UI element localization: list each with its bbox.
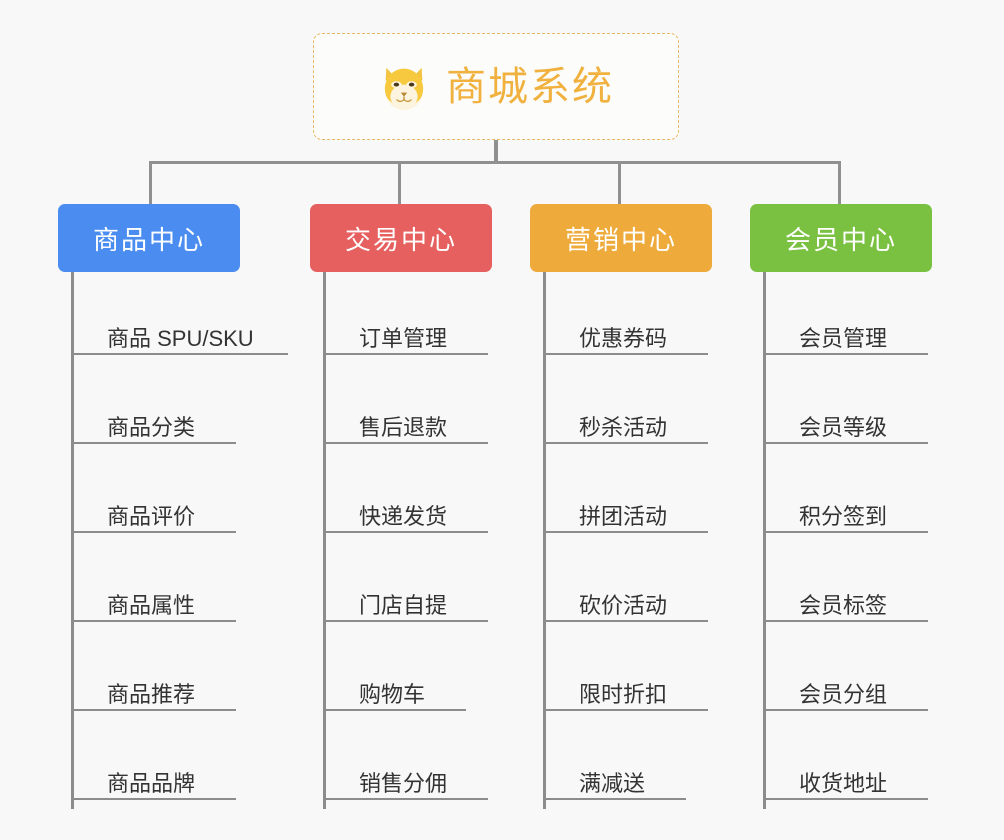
list-item[interactable]: 收货地址 bbox=[763, 749, 928, 800]
branch-header-label: 营销中心 bbox=[564, 224, 677, 255]
branch-header-label: 交易中心 bbox=[344, 224, 457, 255]
connector-root-stem bbox=[494, 140, 498, 164]
list-item[interactable]: 会员分组 bbox=[763, 660, 928, 711]
list-item[interactable]: 购物车 bbox=[323, 660, 466, 711]
list-item[interactable]: 秒杀活动 bbox=[543, 393, 708, 444]
branch-header-label: 商品中心 bbox=[92, 224, 205, 255]
list-item[interactable]: 商品属性 bbox=[71, 571, 236, 622]
list-item[interactable]: 销售分佣 bbox=[323, 749, 488, 800]
list-item[interactable]: 砍价活动 bbox=[543, 571, 708, 622]
branch-spine-4 bbox=[763, 272, 766, 809]
branch-spine-3 bbox=[543, 272, 546, 809]
branch-header-4[interactable]: 会员中心 bbox=[750, 204, 932, 272]
connector-horizontal-bus bbox=[150, 161, 840, 164]
branch-spine-1 bbox=[71, 272, 74, 809]
list-item[interactable]: 商品 SPU/SKU bbox=[71, 304, 288, 355]
branch-header-1[interactable]: 商品中心 bbox=[58, 204, 240, 272]
list-item[interactable]: 会员标签 bbox=[763, 571, 928, 622]
list-item[interactable]: 积分签到 bbox=[763, 482, 928, 533]
list-item[interactable]: 满减送 bbox=[543, 749, 686, 800]
branch-column-2: 交易中心 订单管理 售后退款 快递发货 门店自提 购物车 销售分佣 bbox=[310, 204, 492, 809]
list-item[interactable]: 会员等级 bbox=[763, 393, 928, 444]
list-item[interactable]: 快递发货 bbox=[323, 482, 488, 533]
dog-face-icon bbox=[384, 67, 424, 110]
branch-column-4: 会员中心 会员管理 会员等级 积分签到 会员标签 会员分组 收货地址 bbox=[750, 204, 932, 809]
list-item[interactable]: 售后退款 bbox=[323, 393, 488, 444]
branch-header-label: 会员中心 bbox=[784, 224, 897, 255]
list-item[interactable]: 商品评价 bbox=[71, 482, 236, 533]
connector-drop-3 bbox=[618, 161, 621, 206]
branch-spine-2 bbox=[323, 272, 326, 809]
list-item[interactable]: 商品推荐 bbox=[71, 660, 236, 711]
connector-drop-1 bbox=[149, 161, 152, 206]
list-item[interactable]: 商品分类 bbox=[71, 393, 236, 444]
branch-header-2[interactable]: 交易中心 bbox=[310, 204, 492, 272]
branch-header-3[interactable]: 营销中心 bbox=[530, 204, 712, 272]
root-title: 商城系统 bbox=[446, 64, 614, 109]
root-node[interactable]: 商城系统 bbox=[313, 33, 679, 140]
branch-column-3: 营销中心 优惠券码 秒杀活动 拼团活动 砍价活动 限时折扣 满减送 bbox=[530, 204, 712, 809]
list-item[interactable]: 门店自提 bbox=[323, 571, 488, 622]
list-item[interactable]: 商品品牌 bbox=[71, 749, 236, 800]
list-item[interactable]: 优惠券码 bbox=[543, 304, 708, 355]
connector-drop-2 bbox=[398, 161, 401, 206]
list-item[interactable]: 拼团活动 bbox=[543, 482, 708, 533]
list-item[interactable]: 订单管理 bbox=[323, 304, 488, 355]
connector-drop-4 bbox=[838, 161, 841, 206]
list-item[interactable]: 会员管理 bbox=[763, 304, 928, 355]
list-item[interactable]: 限时折扣 bbox=[543, 660, 708, 711]
branch-column-1: 商品中心 商品 SPU/SKU 商品分类 商品评价 商品属性 商品推荐 商品品牌 bbox=[58, 204, 288, 809]
